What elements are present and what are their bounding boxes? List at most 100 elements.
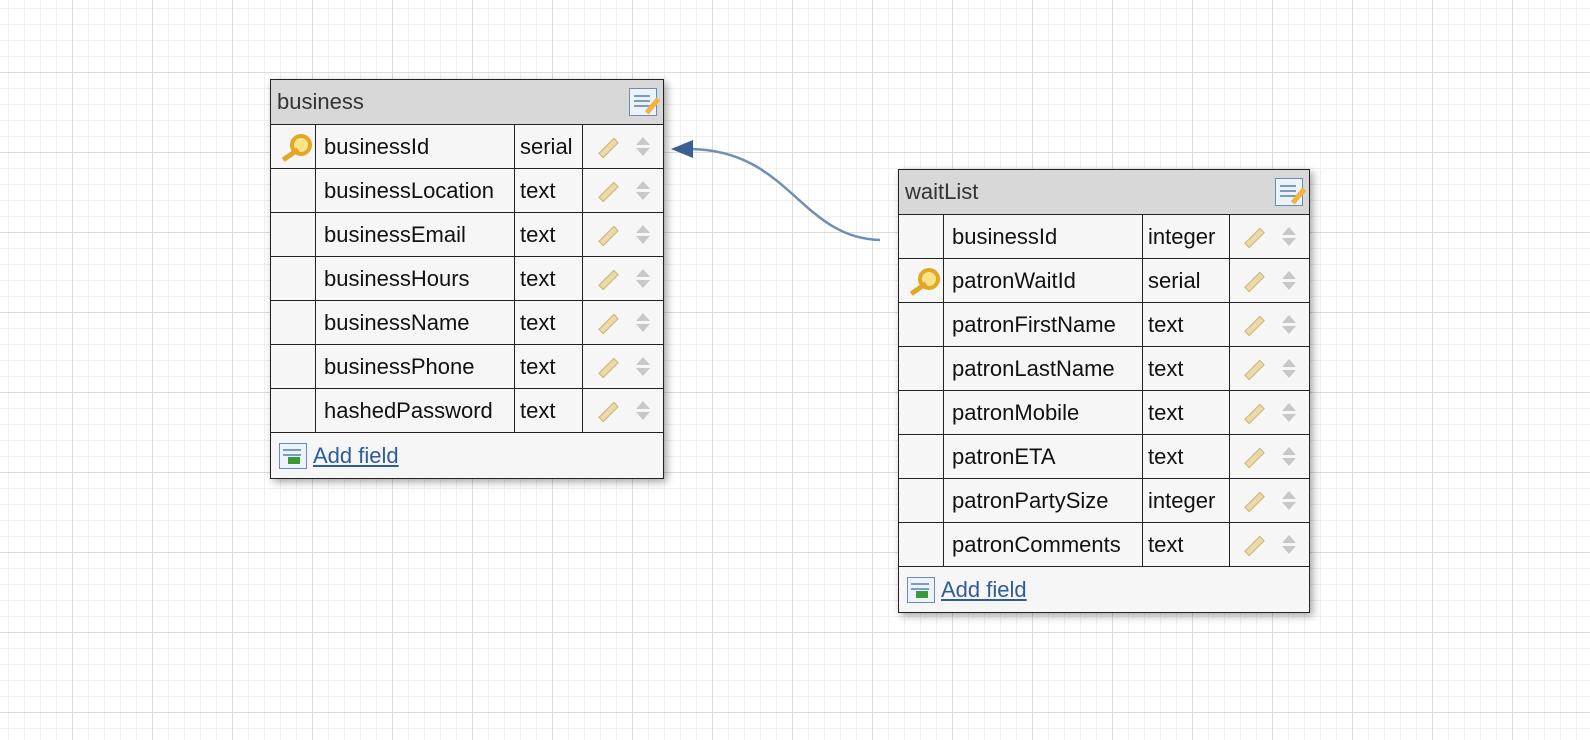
primary-key-icon <box>906 266 940 296</box>
key-cell <box>271 301 316 344</box>
table-title: waitList <box>905 179 979 204</box>
reorder-field-icon[interactable] <box>635 178 651 204</box>
reorder-field-icon[interactable] <box>1281 532 1297 558</box>
reorder-field-icon[interactable] <box>1281 400 1297 426</box>
edit-field-icon[interactable] <box>1242 270 1264 292</box>
field-actions <box>583 389 663 432</box>
field-name: businessEmail <box>316 213 515 256</box>
edit-table-icon[interactable] <box>629 88 657 116</box>
field-name: patronLastName <box>944 347 1143 390</box>
edit-field-icon[interactable] <box>596 312 618 334</box>
reorder-field-icon[interactable] <box>635 134 651 160</box>
reorder-field-icon[interactable] <box>1281 444 1297 470</box>
key-cell <box>899 303 944 346</box>
reorder-field-icon[interactable] <box>1281 488 1297 514</box>
reorder-field-icon[interactable] <box>1281 224 1297 250</box>
field-type: text <box>1143 347 1230 390</box>
field-actions <box>1230 391 1309 434</box>
table-header[interactable]: business <box>271 80 663 125</box>
edit-field-icon[interactable] <box>1242 446 1264 468</box>
field-type: text <box>515 345 583 388</box>
edit-field-icon[interactable] <box>596 400 618 422</box>
field-actions <box>583 213 663 256</box>
add-field-link[interactable]: Add field <box>941 576 1027 602</box>
field-actions <box>583 301 663 344</box>
key-cell <box>899 435 944 478</box>
field-type: text <box>515 257 583 300</box>
edit-field-icon[interactable] <box>596 136 618 158</box>
edit-table-icon[interactable] <box>1275 178 1303 206</box>
edit-field-icon[interactable] <box>1242 358 1264 380</box>
edit-field-icon[interactable] <box>1242 534 1264 556</box>
edit-field-icon[interactable] <box>1242 402 1264 424</box>
table-title: business <box>277 89 364 114</box>
key-cell <box>271 169 316 212</box>
key-cell <box>271 345 316 388</box>
reorder-field-icon[interactable] <box>635 398 651 424</box>
add-field-row: Add field <box>271 433 663 478</box>
reorder-field-icon[interactable] <box>635 310 651 336</box>
field-type: text <box>1143 303 1230 346</box>
key-cell <box>899 391 944 434</box>
reorder-field-icon[interactable] <box>1281 356 1297 382</box>
reorder-field-icon[interactable] <box>635 222 651 248</box>
relation-line[interactable] <box>689 147 881 242</box>
field-type: serial <box>1143 259 1230 302</box>
reorder-field-icon[interactable] <box>635 266 651 292</box>
field-actions <box>1230 347 1309 390</box>
field-name: patronMobile <box>944 391 1143 434</box>
add-field-icon[interactable] <box>279 442 307 469</box>
reorder-field-icon[interactable] <box>1281 312 1297 338</box>
field-type: text <box>515 169 583 212</box>
table-header[interactable]: waitList <box>899 170 1309 215</box>
edit-field-icon[interactable] <box>1242 314 1264 336</box>
edit-field-icon[interactable] <box>596 180 618 202</box>
field-type: text <box>1143 391 1230 434</box>
field-actions <box>1230 523 1309 566</box>
key-cell <box>899 347 944 390</box>
field-type: text <box>515 213 583 256</box>
edit-field-icon[interactable] <box>1242 490 1264 512</box>
key-cell <box>271 213 316 256</box>
reorder-field-icon[interactable] <box>635 354 651 380</box>
key-cell <box>899 259 944 302</box>
add-field-icon[interactable] <box>907 576 935 603</box>
primary-key-icon <box>278 132 312 162</box>
field-name: patronPartySize <box>944 479 1143 522</box>
add-field-link[interactable]: Add field <box>313 442 399 468</box>
edit-field-icon[interactable] <box>596 224 618 246</box>
reorder-field-icon[interactable] <box>1281 268 1297 294</box>
edit-field-icon[interactable] <box>1242 226 1264 248</box>
field-name: businessPhone <box>316 345 515 388</box>
field-name: businessHours <box>316 257 515 300</box>
field-name: businessLocation <box>316 169 515 212</box>
field-actions <box>583 125 663 168</box>
field-type: text <box>1143 523 1230 566</box>
key-cell <box>899 479 944 522</box>
field-name: patronWaitId <box>944 259 1143 302</box>
field-actions <box>583 169 663 212</box>
field-name: patronComments <box>944 523 1143 566</box>
edit-field-icon[interactable] <box>596 268 618 290</box>
edit-field-icon[interactable] <box>596 356 618 378</box>
